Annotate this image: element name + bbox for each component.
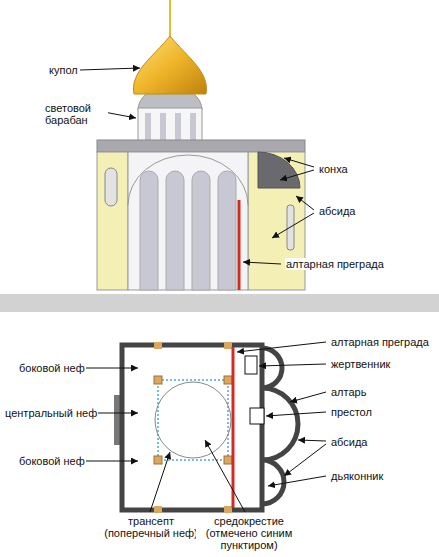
leader-line: [84, 368, 138, 369]
leader-line: [237, 342, 326, 352]
leader-line: [268, 476, 326, 486]
pillar: [154, 376, 162, 384]
part-label: световой барабан: [44, 102, 108, 126]
part-label: купол: [48, 64, 79, 76]
altar-screen-plan: [232, 347, 235, 508]
onion-dome: [134, 36, 207, 94]
leader-line: [296, 196, 314, 210]
crossing-outline: [158, 380, 228, 460]
leader-line: [272, 213, 314, 238]
pilaster: [192, 171, 210, 290]
leader-line: [284, 444, 326, 476]
pilaster: [166, 171, 184, 290]
leader-line: [80, 68, 140, 70]
part-label: престол: [330, 406, 373, 418]
pilaster-plan: [154, 506, 162, 513]
apse-plan: [262, 388, 298, 460]
pilaster-plan: [154, 342, 162, 349]
part-label: алтарная преграда: [285, 258, 385, 270]
part-label: алтарная преграда: [330, 336, 430, 348]
drum-window: [160, 113, 166, 140]
part-label: трансепт (поперечный неф): [98, 515, 204, 539]
part-label: абсида: [318, 205, 356, 217]
leader-line: [84, 461, 138, 462]
dome-outline: [155, 382, 231, 458]
church-elevation: [97, 0, 305, 290]
leader-line: [280, 170, 314, 180]
spire: [169, 0, 171, 40]
roof-band: [97, 140, 305, 152]
part-label: конха: [318, 163, 349, 175]
part-label: центральный неф: [4, 407, 98, 419]
altar-screen: [238, 200, 241, 290]
part-label: боковой неф: [18, 362, 86, 374]
leader-line: [259, 364, 326, 366]
pillar: [224, 376, 232, 384]
pilaster: [218, 171, 236, 290]
leader-line: [205, 440, 245, 512]
pilaster-plan: [224, 342, 232, 349]
separator-band: [0, 294, 439, 312]
pillar: [224, 456, 232, 464]
pilaster: [140, 171, 158, 290]
leader-line: [243, 262, 281, 264]
part-label: абсида: [330, 436, 368, 448]
window: [105, 168, 117, 206]
part-label: алтарь: [330, 386, 367, 398]
leader-line: [266, 412, 326, 416]
part-label: дьяконник: [330, 470, 384, 482]
side-wall: [97, 152, 128, 290]
part-label: боковой неф: [18, 455, 86, 467]
apse-plan: [262, 460, 284, 504]
drum-window: [145, 113, 151, 140]
pilaster-plan: [224, 506, 232, 513]
leader-line: [298, 440, 326, 441]
drum-window: [190, 113, 196, 140]
plan-walls: [122, 345, 262, 510]
apse-plan: [262, 348, 282, 388]
pillar: [154, 456, 162, 464]
prothesis-table: [245, 356, 257, 374]
holy-table: [250, 408, 264, 424]
leader-line: [150, 452, 170, 512]
conch: [258, 152, 300, 188]
drum-window: [175, 113, 181, 140]
leader-line: [97, 413, 138, 414]
leader-line: [290, 392, 326, 402]
leader-lines: [80, 68, 326, 512]
leader-line: [284, 158, 314, 167]
facade: [128, 152, 248, 290]
church-plan: [114, 342, 298, 513]
part-label: жертвенник: [330, 358, 391, 370]
leader-line: [104, 112, 136, 118]
part-label: средокрестие (отмечено синим пунктиром): [196, 515, 302, 551]
